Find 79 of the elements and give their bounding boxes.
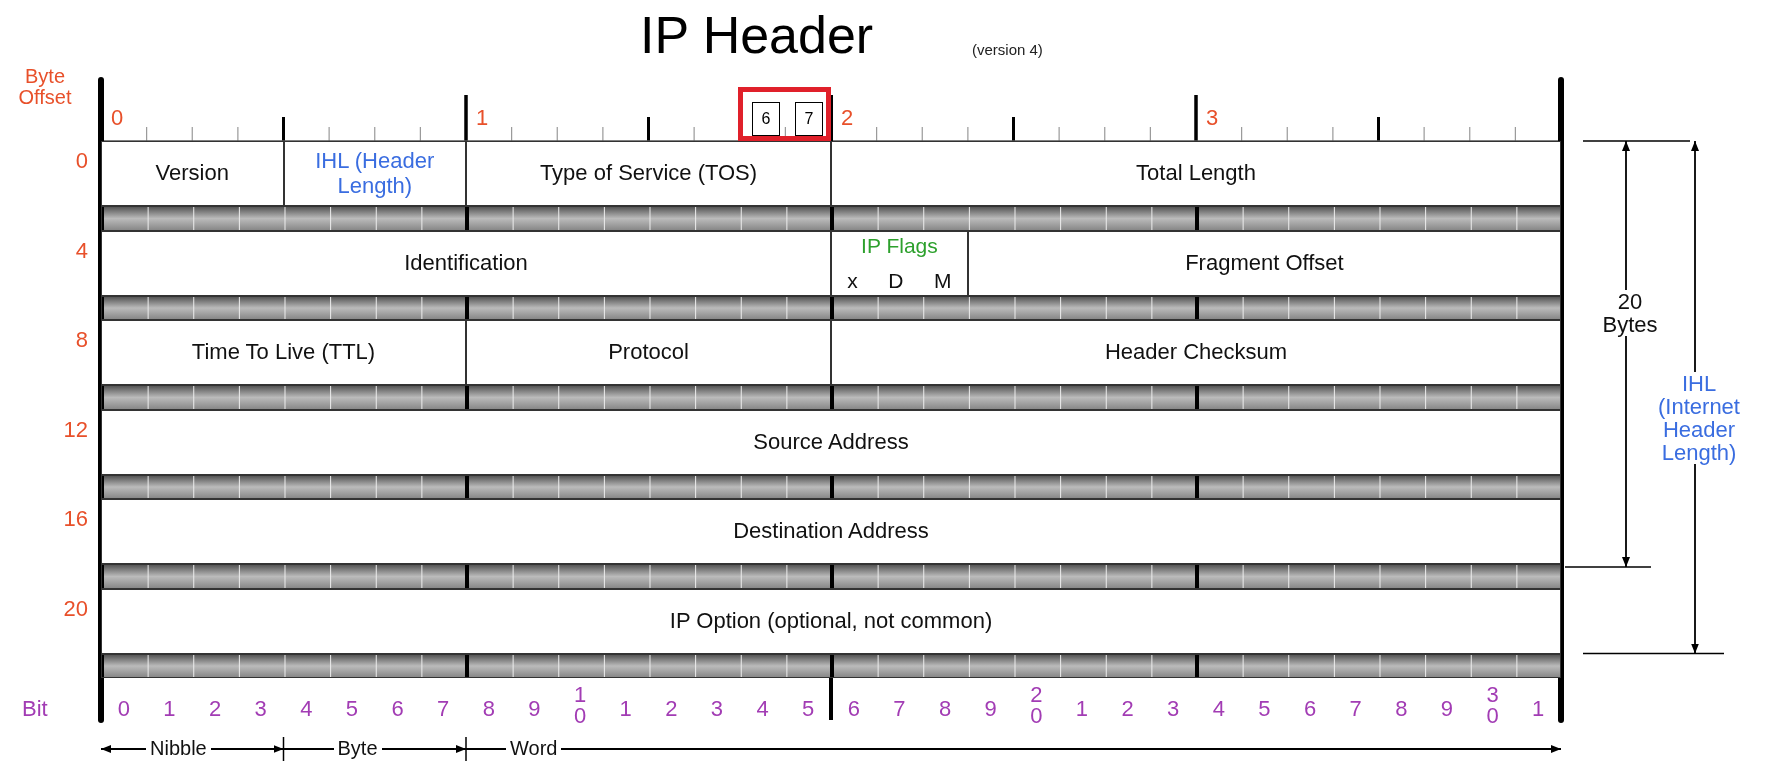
field-label: Destination Address xyxy=(733,519,929,544)
bit-number: 3 xyxy=(1166,697,1181,721)
bit-number: 4 xyxy=(1211,697,1226,721)
bit-number: 9 xyxy=(527,697,542,721)
header-field xyxy=(466,141,831,206)
bit-number: 9 xyxy=(1439,697,1455,721)
bit-number: 4 xyxy=(755,697,770,721)
bit-number: 3 xyxy=(709,697,725,721)
row-offset: 20 xyxy=(62,596,88,620)
bit-number: 0 xyxy=(116,697,131,721)
field-label: IP Option (optional, not common) xyxy=(669,608,993,634)
field-label: Type of Service (TOS) xyxy=(539,161,758,186)
bit-number: 5 xyxy=(1257,697,1272,721)
axis-heading: Bit xyxy=(22,697,48,721)
bit-number: 20 xyxy=(1029,685,1044,727)
header-field xyxy=(101,320,466,385)
field-label: Source Address xyxy=(753,429,909,455)
header-field xyxy=(831,320,1561,385)
field-label: Fragment Offset xyxy=(1185,250,1344,276)
row-offset: 8 xyxy=(74,328,88,352)
bit-number: 1 xyxy=(162,697,177,721)
flag-bit-label: D xyxy=(888,269,904,293)
bit-number: 8 xyxy=(481,697,496,721)
diagram-title: IP Header xyxy=(640,8,874,63)
header-field xyxy=(101,141,284,206)
flag-bit-label: M xyxy=(934,269,952,293)
bit-number: 8 xyxy=(1394,697,1409,721)
field-label: Time To Live (TTL) xyxy=(191,340,376,365)
bit-number: 10 xyxy=(572,685,588,727)
field-label: Protocol xyxy=(608,340,689,365)
byte-number: 2 xyxy=(841,106,854,130)
field-label: IHL (Header Length) xyxy=(314,149,436,198)
bit-number: 1 xyxy=(1074,697,1090,721)
header-field xyxy=(101,588,1561,654)
field-heading: IP Flags xyxy=(861,233,938,257)
row-offset: 4 xyxy=(74,238,88,262)
byte-number: 3 xyxy=(1206,106,1219,130)
bit-number: 9 xyxy=(983,697,998,721)
header-field xyxy=(101,499,1561,564)
bit-number: 6 xyxy=(846,697,861,721)
flag-bit-label: x xyxy=(847,269,858,293)
subtitle: (version 4) xyxy=(972,42,1043,58)
bit-number: 6 xyxy=(1302,697,1318,721)
field-label: Version xyxy=(155,161,229,186)
axis-heading: Byte Offset xyxy=(17,66,73,108)
bit-number: 30 xyxy=(1485,685,1500,727)
field-label: Header Checksum xyxy=(1104,340,1288,365)
bit-number: 3 xyxy=(253,697,268,721)
bit-number: 6 xyxy=(390,697,405,721)
row-offset: 16 xyxy=(62,507,88,531)
field-label: Total Length xyxy=(1136,161,1256,186)
row-offset: 0 xyxy=(74,149,88,173)
bit-number-box: 7 xyxy=(795,102,823,136)
header-field xyxy=(466,320,831,385)
bit-number: 1 xyxy=(1531,697,1546,721)
header-field xyxy=(101,230,831,296)
dimension-label: Byte xyxy=(333,738,382,759)
highlight-frame xyxy=(738,87,831,141)
bit-number: 5 xyxy=(801,697,816,721)
header-field xyxy=(101,409,1561,475)
bit-number: 1 xyxy=(618,697,633,721)
header-field xyxy=(831,230,968,296)
byte-number: 0 xyxy=(111,106,124,130)
header-field xyxy=(831,141,1561,206)
bit-number: 2 xyxy=(207,697,223,721)
header-field xyxy=(283,141,466,206)
bit-number: 7 xyxy=(892,697,907,721)
header-field xyxy=(967,230,1561,296)
byte-number: 1 xyxy=(476,106,489,130)
bit-number: 4 xyxy=(299,697,314,721)
row-offset: 12 xyxy=(62,417,88,441)
bit-number: 7 xyxy=(1348,697,1363,721)
bit-number: 2 xyxy=(664,697,679,721)
bit-number: 7 xyxy=(436,697,451,721)
bit-number: 2 xyxy=(1120,697,1135,721)
bit-number: 8 xyxy=(937,697,953,721)
bit-number: 5 xyxy=(344,697,360,721)
bit-number-box: 6 xyxy=(752,102,780,136)
field-label: Identification xyxy=(404,250,528,276)
